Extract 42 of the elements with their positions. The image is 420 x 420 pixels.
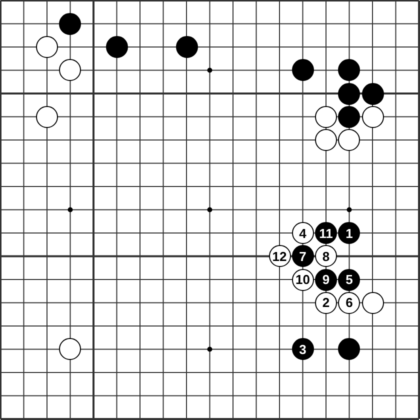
go-stone bbox=[292, 338, 314, 360]
move-number: 6 bbox=[346, 296, 353, 310]
go-stone bbox=[36, 36, 58, 58]
move-number: 5 bbox=[346, 273, 353, 286]
move-number: 1 bbox=[346, 226, 353, 240]
go-stone bbox=[315, 129, 337, 151]
go-stone bbox=[315, 106, 337, 128]
go-stone bbox=[338, 82, 360, 104]
go-stone bbox=[338, 59, 360, 82]
go-stone bbox=[176, 36, 198, 58]
go-stone bbox=[292, 222, 314, 244]
go-stone bbox=[338, 292, 360, 314]
go-stone bbox=[292, 59, 314, 82]
go-stone bbox=[338, 268, 360, 290]
go-stone bbox=[338, 338, 360, 360]
move-number: 10 bbox=[296, 273, 310, 286]
go-stone bbox=[315, 268, 337, 290]
move-number: 12 bbox=[272, 250, 287, 263]
go-stone bbox=[338, 222, 360, 244]
go-stone bbox=[106, 36, 128, 58]
move-number: 11 bbox=[319, 226, 333, 240]
go-stone bbox=[59, 338, 82, 360]
go-stone bbox=[338, 106, 360, 128]
move-number: 7 bbox=[299, 250, 306, 263]
go-stone bbox=[362, 82, 384, 104]
go-stone bbox=[36, 106, 58, 128]
go-stone bbox=[292, 245, 314, 268]
go-stone bbox=[362, 106, 384, 128]
move-number: 3 bbox=[299, 342, 306, 356]
go-stone bbox=[59, 59, 82, 82]
go-stone bbox=[338, 129, 360, 151]
go-stone bbox=[315, 245, 337, 268]
move-number: 9 bbox=[322, 273, 330, 286]
go-stone bbox=[315, 222, 337, 244]
go-stone bbox=[292, 268, 314, 290]
move-number: 8 bbox=[322, 250, 330, 263]
go-stone bbox=[268, 245, 290, 268]
go-stone bbox=[59, 12, 82, 35]
go-stone bbox=[362, 292, 384, 314]
move-number: 2 bbox=[322, 296, 330, 310]
move-number: 4 bbox=[299, 226, 306, 240]
go-stone bbox=[315, 292, 337, 314]
